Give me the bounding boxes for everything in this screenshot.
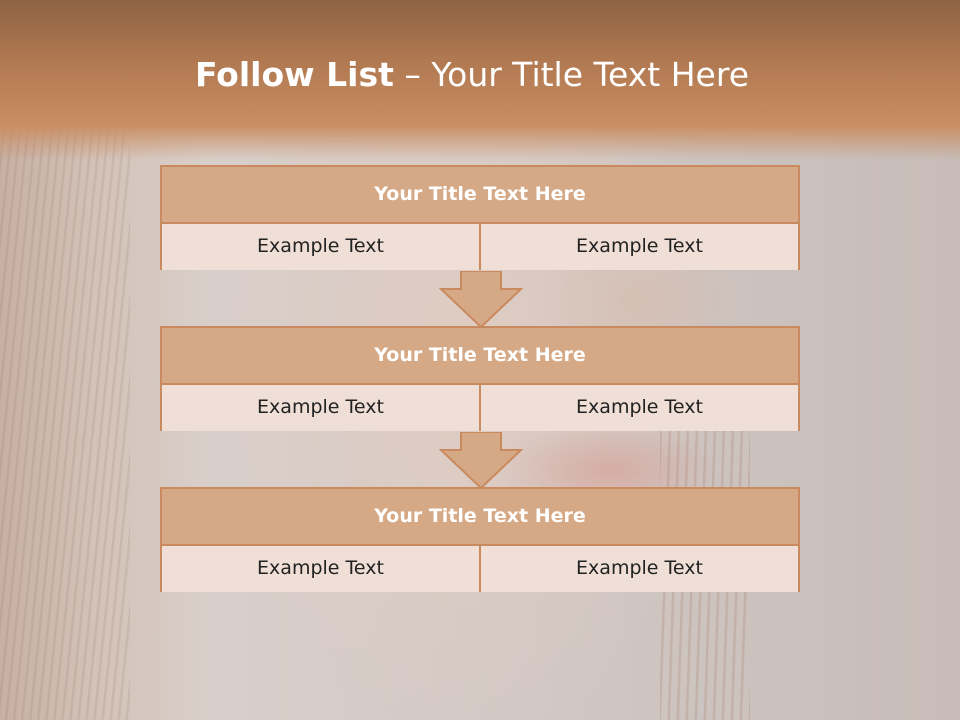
slide-title-rest: Your Title Text Here <box>431 55 750 94</box>
flow-block-row: Example Text Example Text <box>162 385 798 431</box>
down-arrow-icon <box>439 271 523 329</box>
down-arrow-icon <box>439 432 523 490</box>
flow-block-2: Your Title Text Here Example Text Exampl… <box>160 326 800 431</box>
flow-block-cell-left: Example Text <box>162 546 481 592</box>
flow-block-title: Your Title Text Here <box>162 167 798 224</box>
flow-block-cell-right: Example Text <box>481 546 798 592</box>
flow-block-cell-right: Example Text <box>481 224 798 270</box>
flow-block-row: Example Text Example Text <box>162 546 798 592</box>
flow-block-title: Your Title Text Here <box>162 489 798 546</box>
flow-block-1: Your Title Text Here Example Text Exampl… <box>160 165 800 270</box>
flow-block-row: Example Text Example Text <box>162 224 798 270</box>
slide-title-separator: – <box>393 55 432 94</box>
slide-title: Follow List – Your Title Text Here <box>0 52 944 98</box>
slide-title-strong: Follow List <box>194 55 394 94</box>
flow-block-cell-right: Example Text <box>481 385 798 431</box>
flow-block-title: Your Title Text Here <box>162 328 798 385</box>
flow-block-3: Your Title Text Here Example Text Exampl… <box>160 487 800 592</box>
header-band <box>0 0 960 160</box>
flow-block-cell-left: Example Text <box>162 224 481 270</box>
flow-block-cell-left: Example Text <box>162 385 481 431</box>
